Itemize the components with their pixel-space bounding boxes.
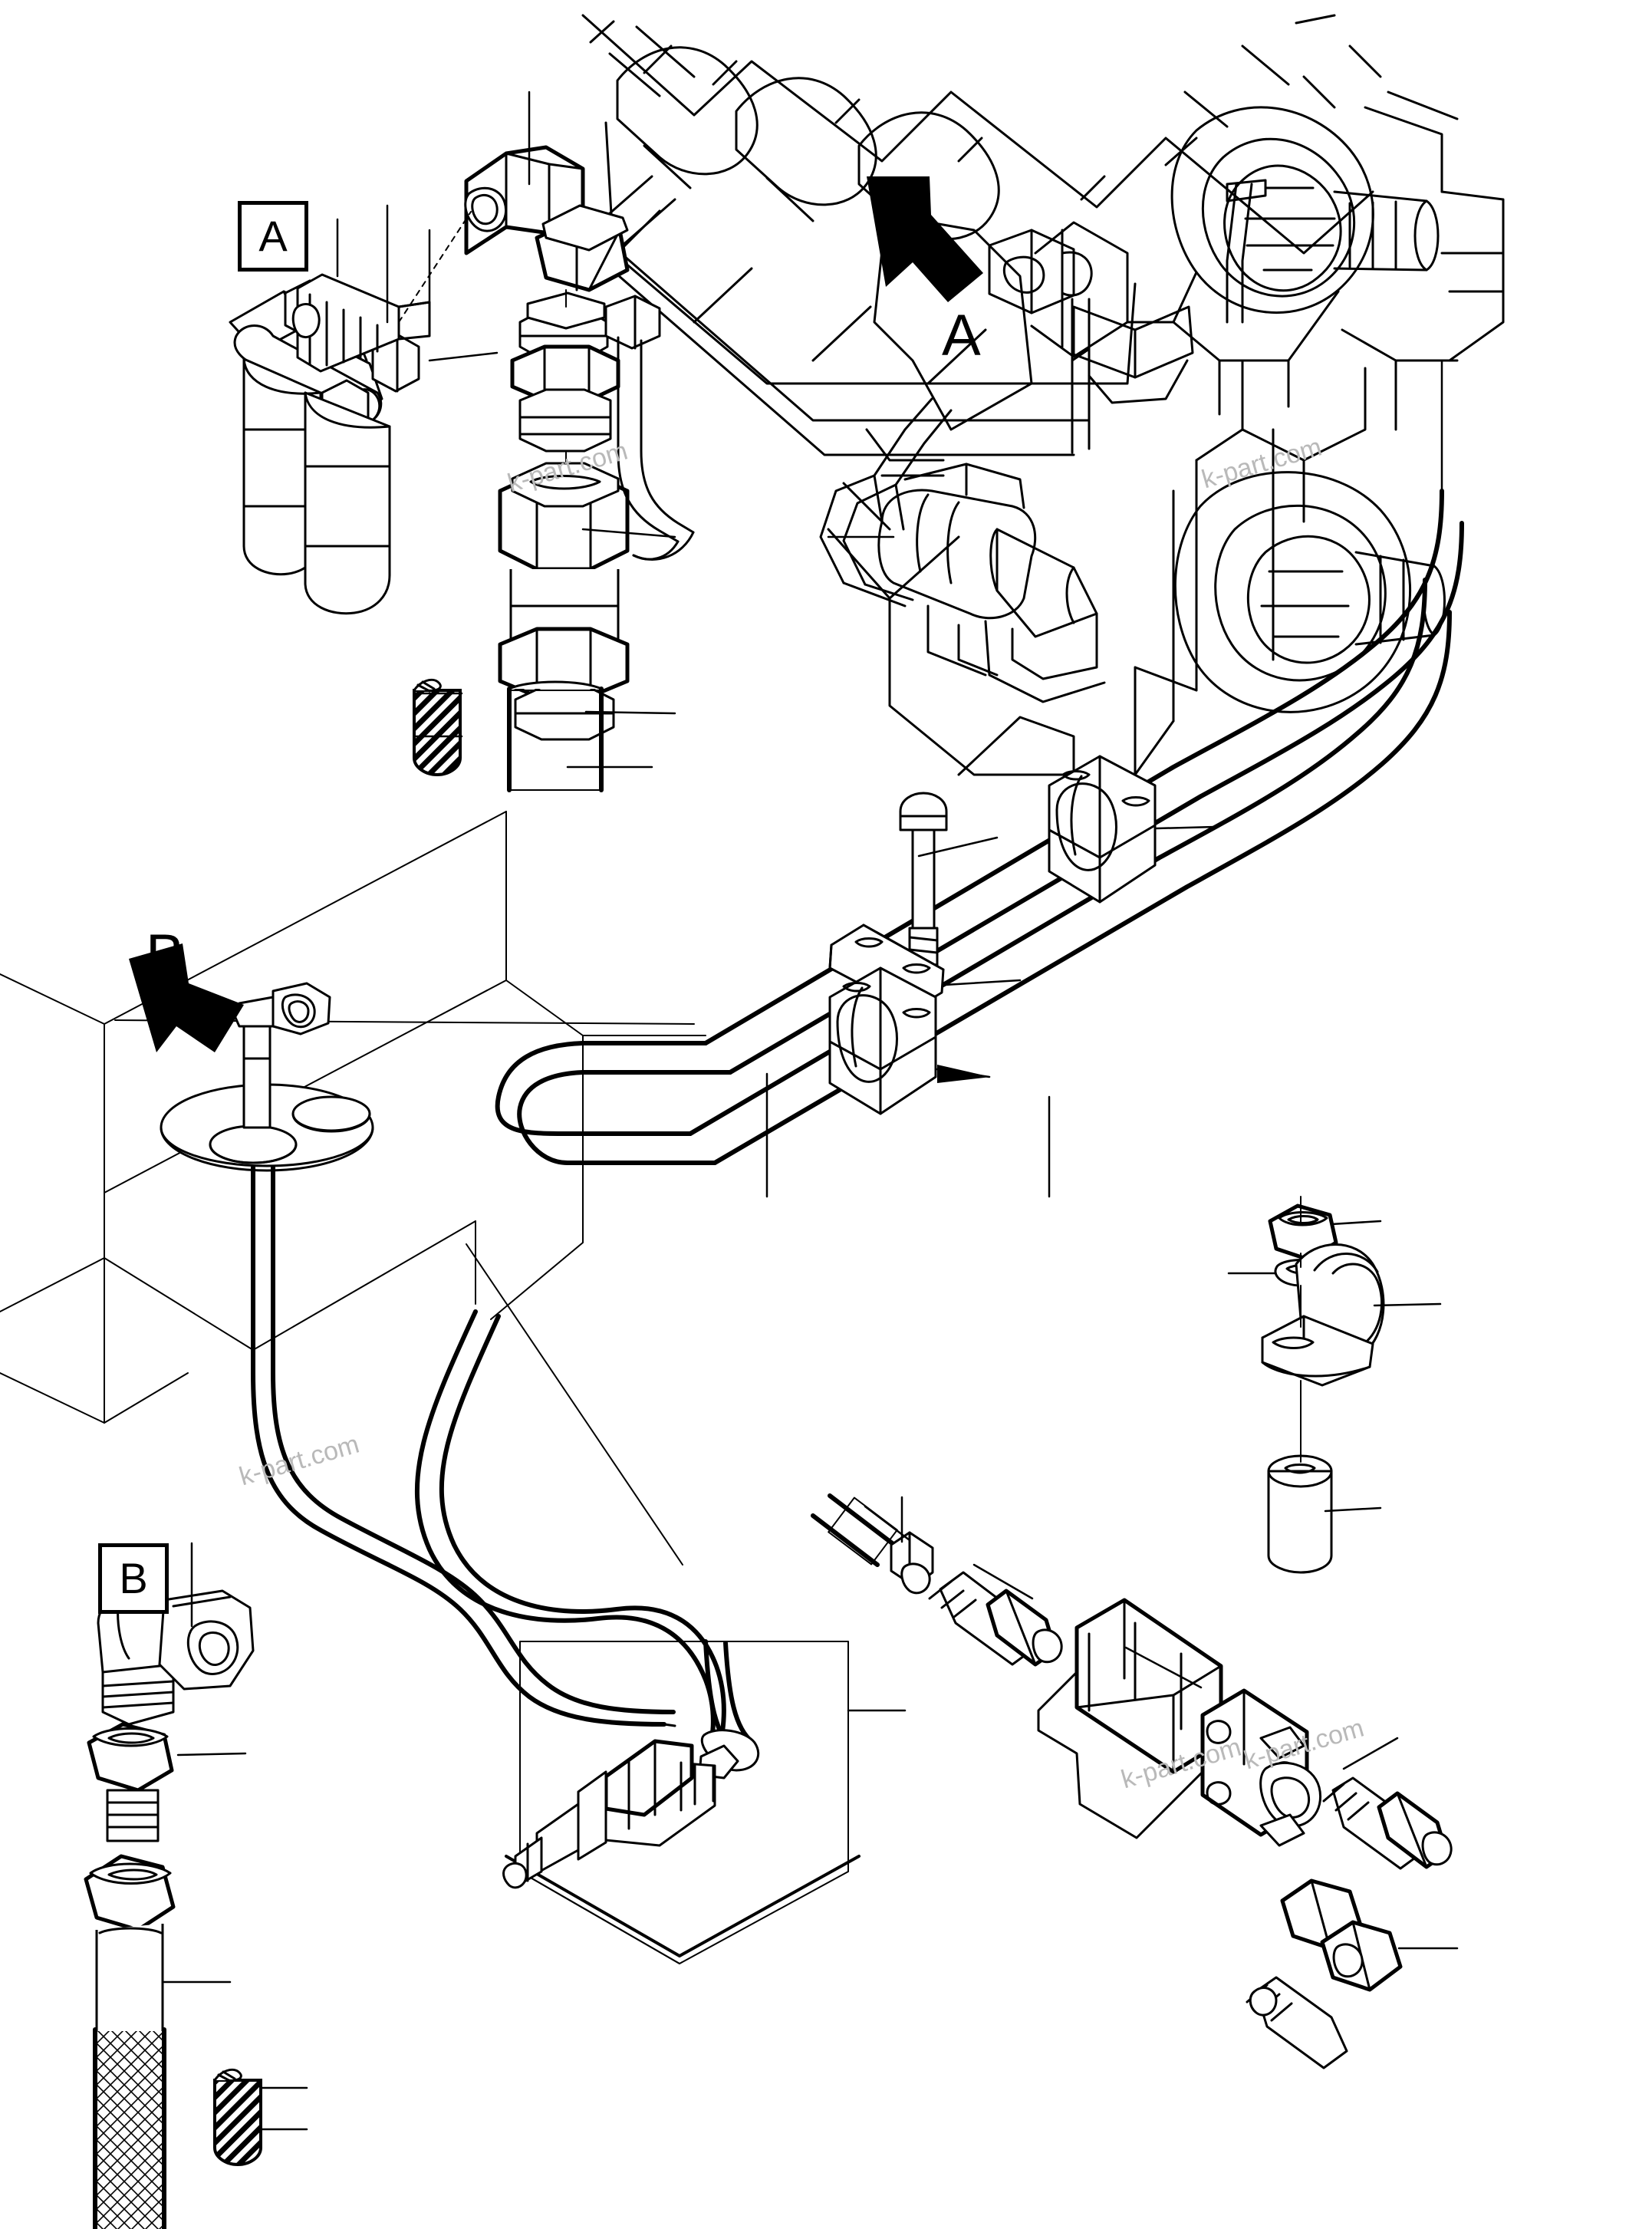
callout-letter-b: B [146,923,185,988]
detail-box-a-label: A [258,212,288,260]
callout-letter-a: A [942,303,981,368]
engine-assembly [581,14,1505,776]
chassis-frame [0,811,706,1566]
detail-b-fitting-stack [84,1589,262,2229]
callout-arrow-a [867,176,983,302]
fitting-column-detail-a [291,145,695,792]
detail-box-b: B [98,1543,169,1614]
clamp-block-set [828,755,1157,1115]
detail-box-a: A [238,201,308,272]
detail-box-b-label: B [119,1554,148,1602]
cylinder-actuator-assembly [811,1493,1453,2069]
leader-lines [161,91,1459,2131]
callout-arrow-b [129,943,244,1052]
p-clamp-set [1261,1196,1385,1574]
main-hose-run [414,489,1464,1766]
solenoid-valve [502,1639,861,1964]
tank-sender-plate [160,982,676,1727]
